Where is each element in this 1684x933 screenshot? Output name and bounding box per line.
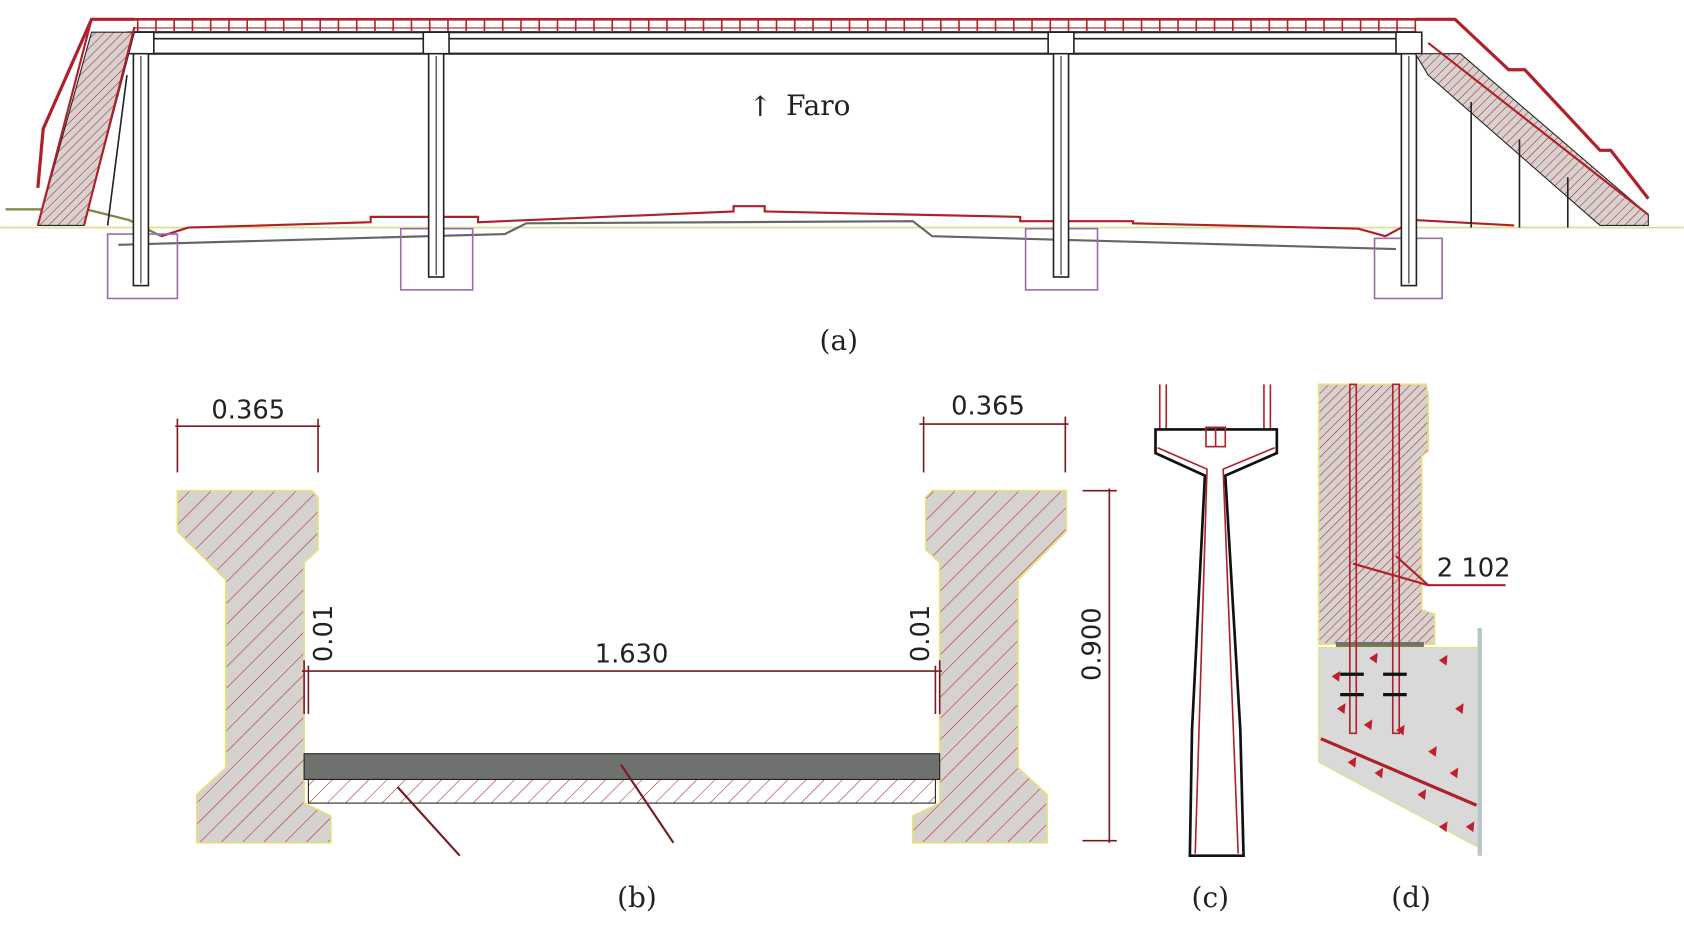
aggregate-mark xyxy=(1336,703,1346,714)
right-staircase xyxy=(1414,17,1650,228)
dim-height: 0.900 xyxy=(1078,607,1108,681)
left-staircase xyxy=(36,17,136,227)
caption-a: (a) xyxy=(820,324,858,357)
slab-bottom-layer xyxy=(307,778,936,804)
aggregate-mark xyxy=(1455,703,1464,714)
leader-line xyxy=(396,786,461,857)
rebar-label: 2 102 xyxy=(1437,554,1511,584)
dim-left-gap: 0.01 xyxy=(309,605,339,662)
bridge-elevation: ↑ Faro (a) xyxy=(0,17,1684,357)
aggregate-mark xyxy=(1369,652,1378,664)
aggregate-mark xyxy=(1417,789,1427,800)
column-outline xyxy=(1154,428,1279,858)
aggregate-mark xyxy=(1465,821,1475,833)
aggregate-mark xyxy=(1363,719,1373,731)
aggregate-mark xyxy=(1331,671,1341,682)
dim-right-gap: 0.01 xyxy=(906,605,936,662)
column-cap xyxy=(1395,31,1423,55)
caption-b: (b) xyxy=(617,881,657,914)
channel-cross-section: 0.365 0.365 1.630 0.01 0.01 0.900 (b) xyxy=(175,391,1117,914)
aggregate-mark xyxy=(1396,724,1405,736)
column-cap xyxy=(422,31,450,55)
deck-beam xyxy=(133,31,1417,55)
north-arrow-icon: ↑ xyxy=(749,90,772,123)
dim-right-width: 0.365 xyxy=(951,391,1025,421)
caption-c: (c) xyxy=(1192,881,1229,914)
dim-left-width: 0.365 xyxy=(211,396,285,426)
pier-column-section: (c) xyxy=(1154,384,1279,914)
aggregate-mark xyxy=(1374,767,1384,779)
right-wall xyxy=(912,489,1068,844)
aggregate-mark xyxy=(1347,756,1357,768)
direction-label: Faro xyxy=(786,89,850,122)
aggregate-mark xyxy=(1438,654,1448,666)
dim-span: 1.630 xyxy=(595,639,669,669)
aggregate-mark xyxy=(1438,821,1448,833)
left-wall xyxy=(176,489,332,844)
column-cap xyxy=(1047,31,1075,55)
beam-end xyxy=(1317,383,1436,645)
bearing-detail: 2 102 (d) xyxy=(1317,383,1511,914)
aggregate-mark xyxy=(1449,767,1459,779)
caption-d: (d) xyxy=(1391,881,1431,914)
aggregate-mark xyxy=(1428,746,1437,757)
slab-top-layer xyxy=(303,753,941,781)
leader-line xyxy=(619,763,675,844)
